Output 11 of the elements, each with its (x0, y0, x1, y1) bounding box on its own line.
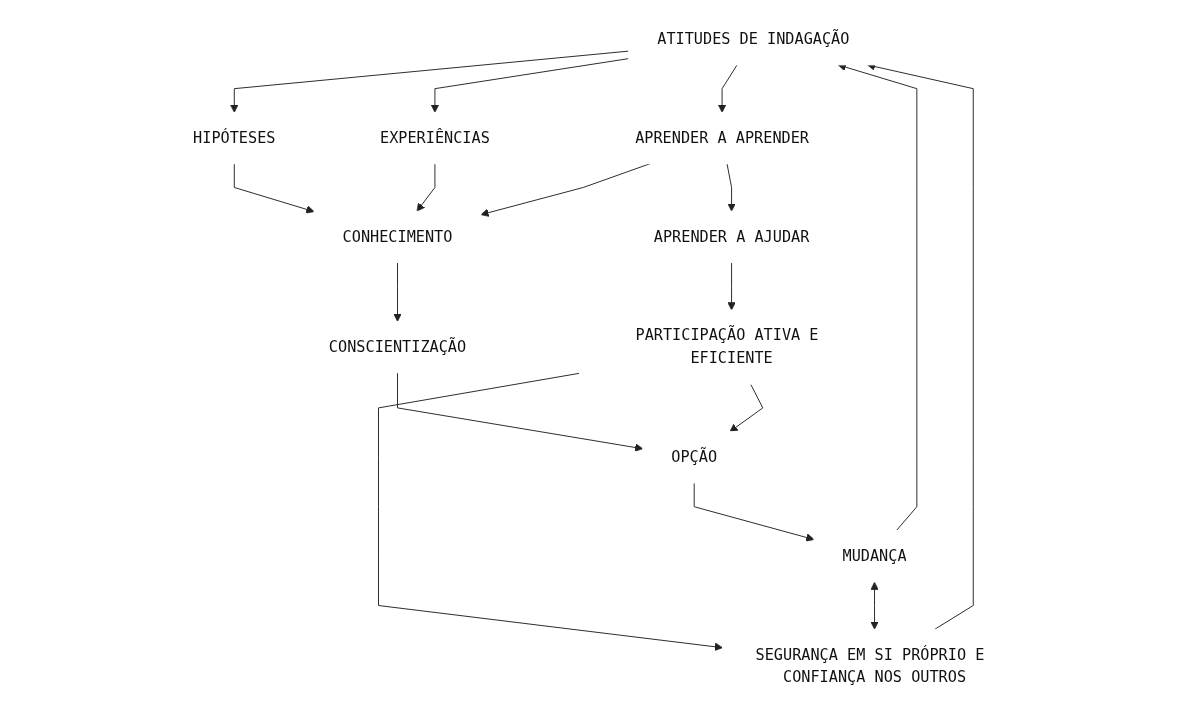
node-text: PARTICIPAÇÃO ATIVA E EFICIENTE (635, 326, 819, 368)
node-text: SEGURANÇA EM SI PRÓPRIO E CONFIANÇA NOS OUTROS (755, 645, 985, 687)
node-text: EXPERIÊNCIAS (380, 128, 491, 147)
node-text: MUDANÇA (842, 546, 907, 565)
node-text: CONHECIMENTO (343, 227, 453, 246)
node-text: ATITUDES DE INDAGAÇÃO (657, 29, 850, 48)
node-text: OPÇÃO (671, 447, 718, 466)
node-text: HIPÓTESES (193, 128, 276, 147)
node-text: APRENDER A AJUDAR (654, 227, 810, 246)
node-text: APRENDER A APRENDER (635, 128, 810, 147)
node-text: CONSCIENTIZAÇÃO (329, 337, 467, 356)
